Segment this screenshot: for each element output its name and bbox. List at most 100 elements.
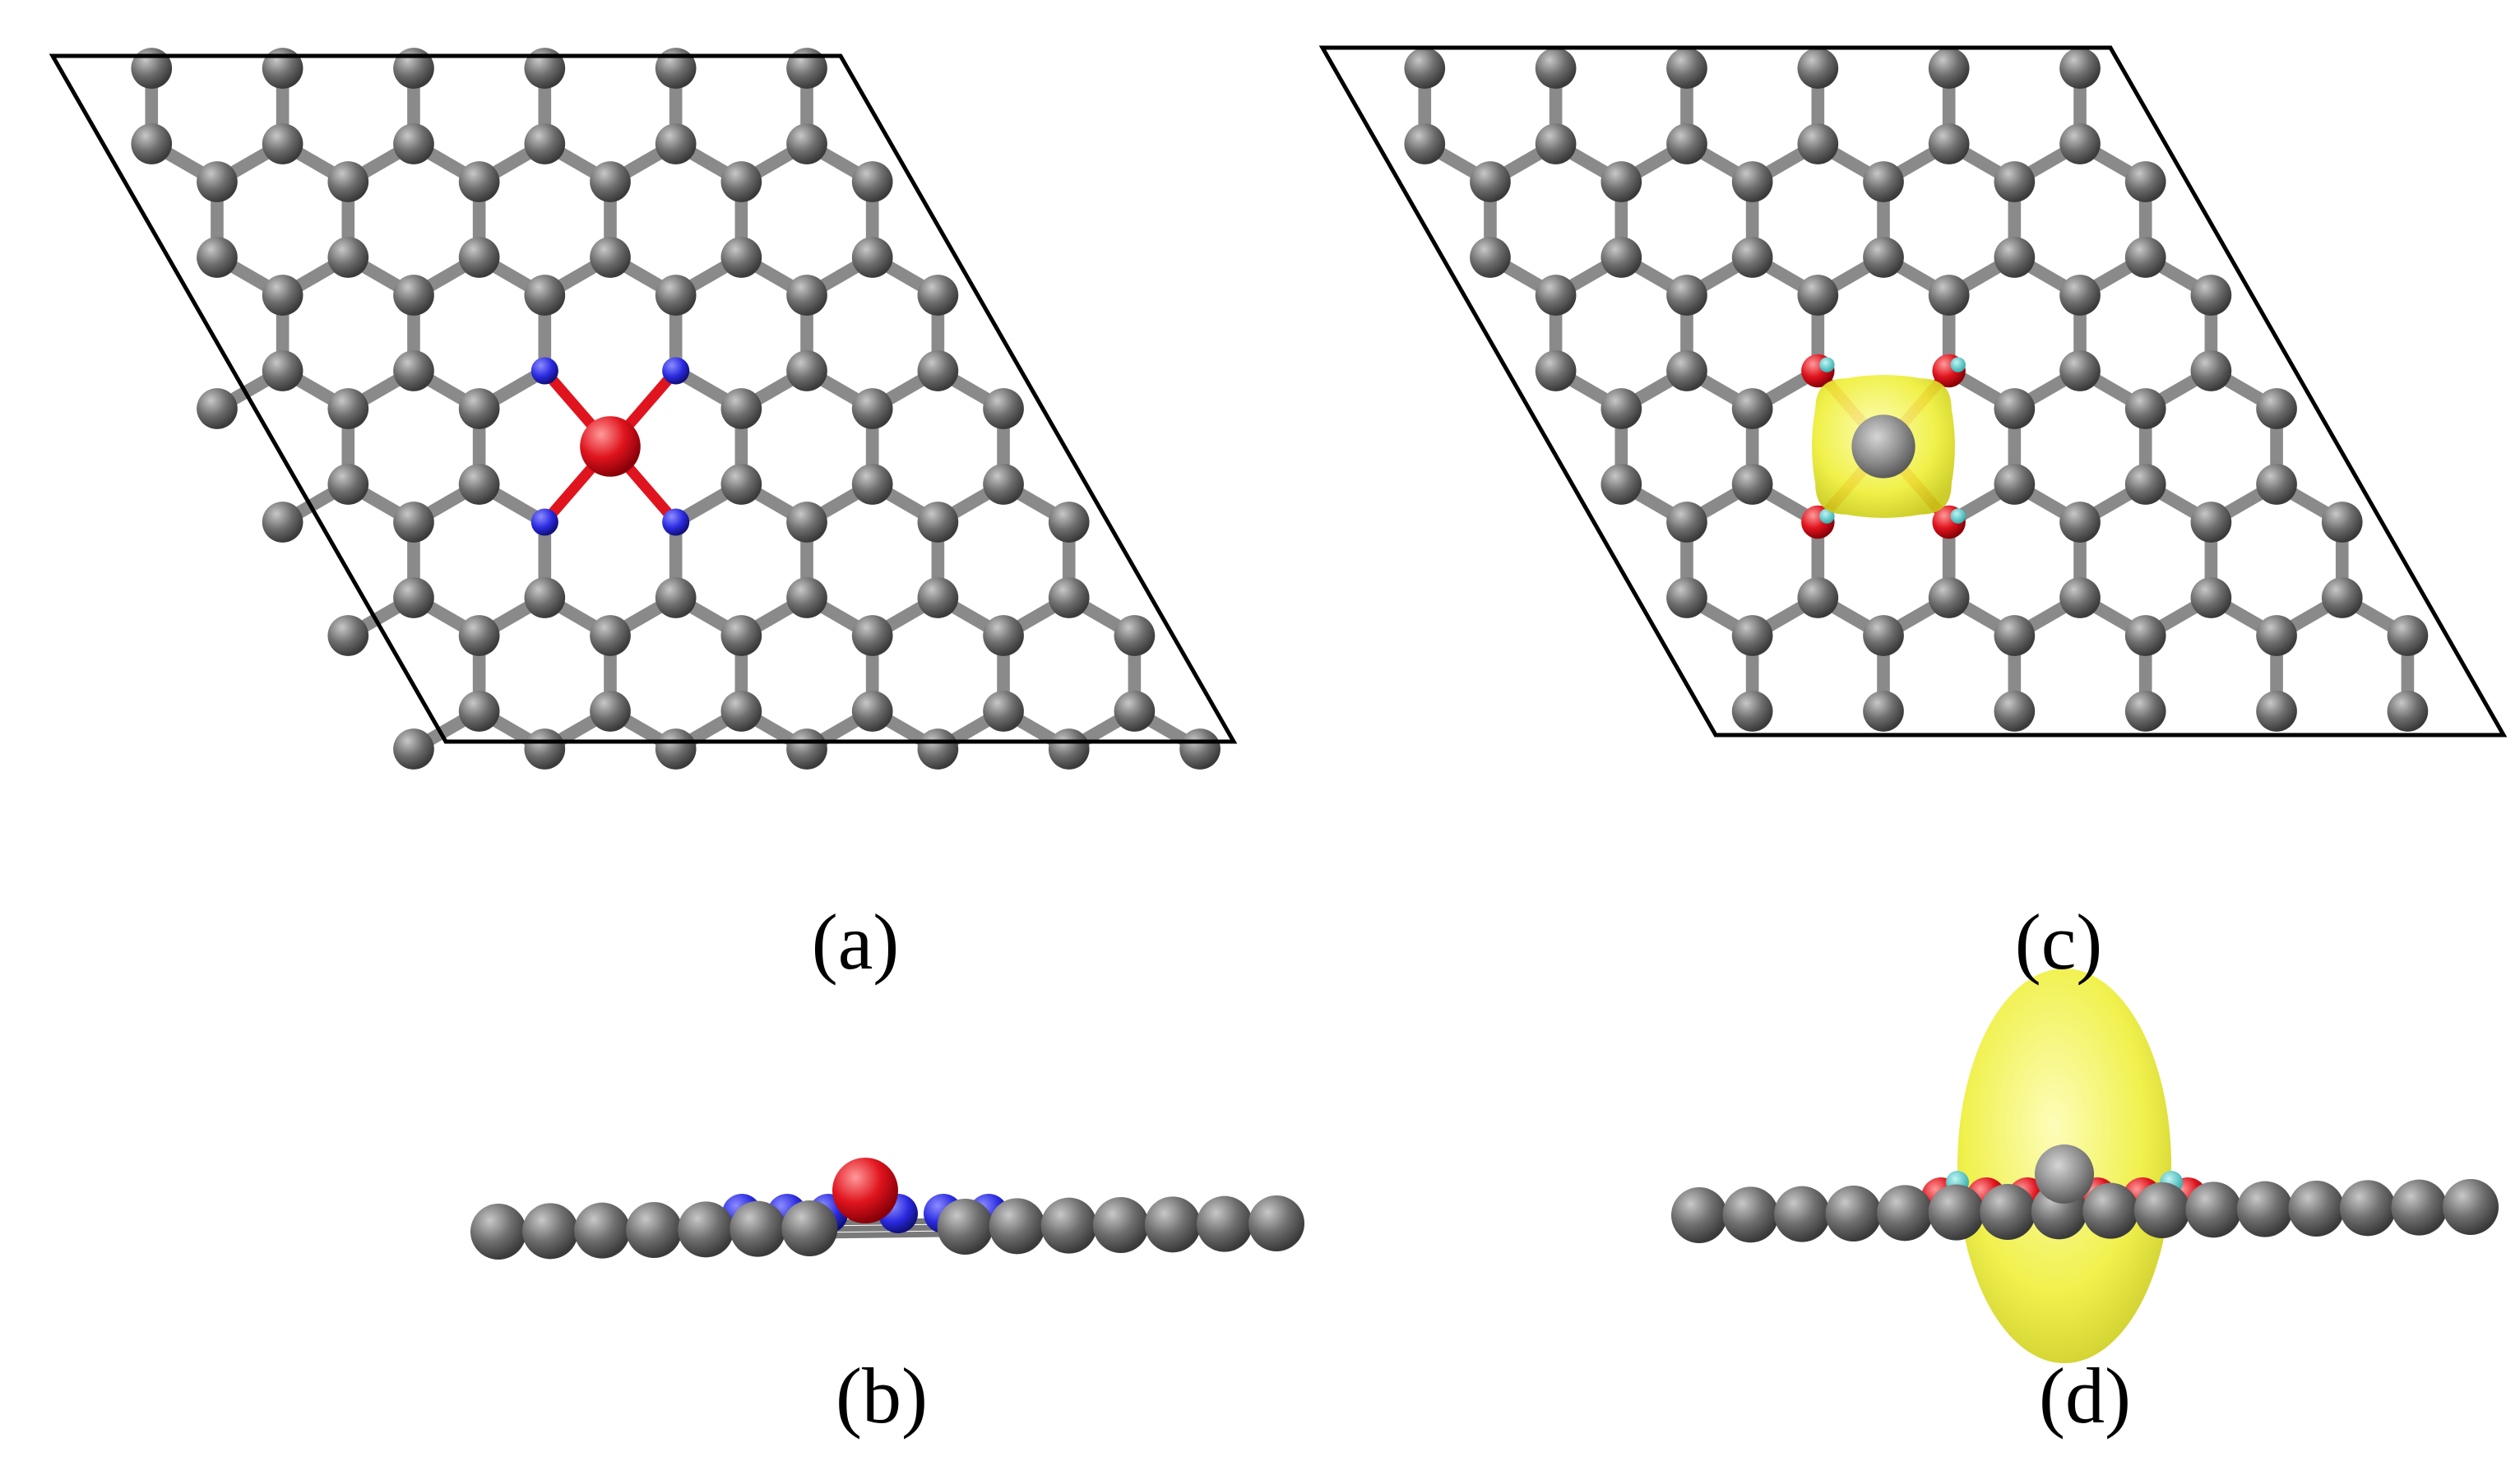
carbon-atom xyxy=(131,48,173,89)
carbon-atom xyxy=(2256,615,2297,656)
carbon-atom xyxy=(1994,237,2036,278)
panel-a-top-view xyxy=(49,48,1238,770)
carbon-atom xyxy=(1863,691,1904,732)
carbon-atom xyxy=(1994,464,2036,505)
carbon-atom xyxy=(2124,615,2166,656)
carbon-atom xyxy=(2391,1179,2448,1236)
unit-cell-outline xyxy=(49,53,1238,744)
isosurface-lobe xyxy=(1819,357,1835,372)
carbon-atom xyxy=(989,1198,1045,1255)
carbon-atom xyxy=(1114,615,1156,656)
carbon-atom xyxy=(720,691,762,732)
carbon-atom xyxy=(1666,48,1707,89)
carbon-atom xyxy=(655,48,697,89)
carbon-atom xyxy=(2059,502,2101,543)
carbon-atom xyxy=(917,275,959,316)
carbon-atom xyxy=(937,1199,994,1255)
carbon-atom xyxy=(1404,48,1446,89)
carbon-atom xyxy=(1731,388,1773,429)
carbon-atom xyxy=(1731,615,1773,656)
carbon-atom xyxy=(1196,1195,1253,1252)
carbon-atom xyxy=(2339,1180,2396,1237)
carbon-atom xyxy=(786,123,827,164)
carbon-atom xyxy=(851,615,893,656)
carbon-atom xyxy=(2124,464,2166,505)
carbon-atom xyxy=(590,161,631,202)
carbon-atom xyxy=(1731,464,1773,505)
carbon-atom xyxy=(458,615,500,656)
carbon-atom xyxy=(983,388,1024,429)
panel-d-side-view-isosurface xyxy=(1671,969,2499,1363)
carbon-atom xyxy=(1666,275,1707,316)
carbon-atom xyxy=(197,161,238,202)
carbon-atom xyxy=(1994,691,2036,732)
carbon-atom xyxy=(786,577,827,618)
carbon-atom xyxy=(2190,350,2232,391)
isosurface-lobe xyxy=(1950,508,1966,524)
carbon-atom xyxy=(1877,1185,1934,1241)
carbon-atom xyxy=(1797,48,1839,89)
carbon-atom xyxy=(917,577,959,618)
carbon-atom xyxy=(1731,691,1773,732)
carbon-atom xyxy=(1535,350,1577,391)
carbon-atom xyxy=(262,350,303,391)
carbon-atom xyxy=(2443,1179,2499,1235)
carbon-atom xyxy=(327,615,369,656)
carbon-atom xyxy=(327,161,369,202)
atom-layer xyxy=(1404,48,2429,732)
carbon-atom xyxy=(2082,1182,2139,1239)
carbon-atom xyxy=(720,237,762,278)
carbon-atom xyxy=(2185,1181,2242,1238)
carbon-atom xyxy=(393,728,434,770)
panel-label-d: (d) xyxy=(2039,1352,2131,1440)
carbon-atom xyxy=(458,691,500,732)
carbon-atom xyxy=(2059,275,2101,316)
carbon-atom xyxy=(524,275,566,316)
carbon-atom xyxy=(458,388,500,429)
carbon-atom xyxy=(655,728,697,770)
carbon-atom xyxy=(1863,615,1904,656)
carbon-atom xyxy=(2124,161,2166,202)
carbon-atom xyxy=(786,350,827,391)
carbon-atom xyxy=(2190,577,2232,618)
carbon-atom xyxy=(1863,237,1904,278)
carbon-atom xyxy=(1731,237,1773,278)
carbon-atom xyxy=(917,350,959,391)
carbon-atom xyxy=(917,728,959,770)
carbon-atom xyxy=(1048,577,1090,618)
metal-atom xyxy=(832,1158,898,1223)
carbon-atom xyxy=(1666,350,1707,391)
carbon-atom xyxy=(2256,464,2297,505)
carbon-atom xyxy=(730,1200,786,1257)
carbon-atom xyxy=(262,48,303,89)
nitrogen-atom xyxy=(530,508,558,536)
carbon-atom xyxy=(327,464,369,505)
carbon-atom xyxy=(327,237,369,278)
carbon-atom xyxy=(1600,388,1642,429)
carbon-atom xyxy=(1600,237,1642,278)
carbon-atom xyxy=(2059,350,2101,391)
carbon-atom xyxy=(2321,502,2363,543)
carbon-atom xyxy=(1797,577,1839,618)
carbon-atom xyxy=(851,691,893,732)
carbon-atom xyxy=(1928,123,1970,164)
panel-label-c: (c) xyxy=(2014,898,2103,986)
carbon-atom xyxy=(574,1202,631,1259)
carbon-atom xyxy=(458,161,500,202)
carbon-atom xyxy=(522,1203,579,1260)
carbon-atom xyxy=(524,123,566,164)
carbon-atom xyxy=(458,464,500,505)
carbon-atom xyxy=(1671,1187,1727,1243)
carbon-atom xyxy=(1863,161,1904,202)
metal-atom xyxy=(580,416,641,477)
panel-label-b: (b) xyxy=(836,1352,928,1440)
panel-b-side-view xyxy=(470,1158,1304,1260)
central-atom xyxy=(1851,414,1915,479)
carbon-atom xyxy=(524,728,566,770)
carbon-atom xyxy=(470,1204,526,1260)
carbon-atom xyxy=(655,275,697,316)
carbon-atom xyxy=(1248,1195,1304,1251)
carbon-atom xyxy=(2256,691,2297,732)
carbon-atom xyxy=(1666,577,1707,618)
nitrogen-atom xyxy=(662,508,690,536)
